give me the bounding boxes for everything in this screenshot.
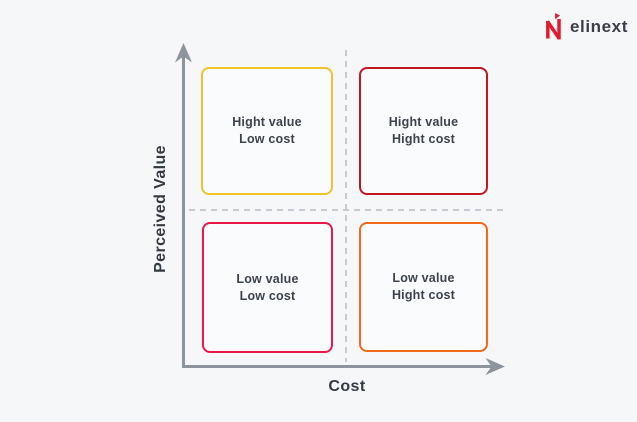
elinext-logo-text: elinext <box>569 17 628 36</box>
quadrant-label-line1: Hight value <box>232 115 302 129</box>
x-axis-arrowhead-icon <box>485 358 505 375</box>
quadrant-high-value-high-cost: Hight value Hight cost <box>359 67 488 195</box>
quadrant-label-line1: Low value <box>392 271 455 285</box>
quadrant-label-line2: Hight cost <box>391 288 456 302</box>
quadrant-low-value-high-cost: Low value Hight cost <box>359 222 488 352</box>
quadrant-label-line1: Hight value <box>388 115 459 129</box>
elinext-n-icon <box>545 13 561 40</box>
y-axis-arrowhead-icon <box>175 43 192 63</box>
elinext-logo: elinext <box>543 13 628 40</box>
quadrant-label-line2: Low cost <box>239 132 295 146</box>
quadrant-label-line2: Low cost <box>239 288 296 303</box>
y-axis-label: Perceived Value <box>152 145 169 273</box>
x-axis-label: Cost <box>328 378 366 395</box>
quadrant-high-value-low-cost: Hight value Low cost <box>201 67 333 195</box>
quadrant-label-line2: Hight cost <box>391 132 456 146</box>
quadrant-low-value-low-cost: Low value Low cost <box>202 222 333 353</box>
quadrant-label-line1: Low value <box>236 271 299 286</box>
